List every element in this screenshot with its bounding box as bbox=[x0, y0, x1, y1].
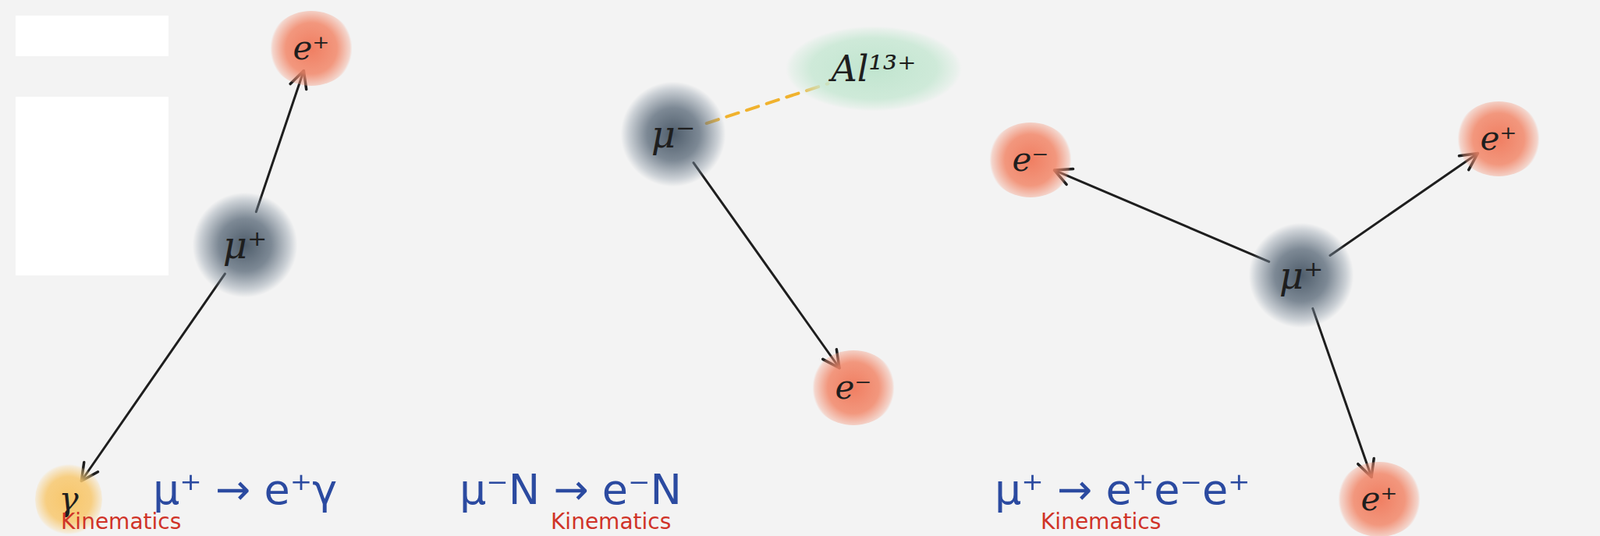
positron-blob: e⁺ bbox=[268, 10, 354, 86]
particle-symbol: Al¹³⁺ bbox=[830, 50, 916, 87]
decay-arrow bbox=[255, 70, 304, 213]
decay-arrow bbox=[693, 163, 840, 369]
reaction-formula: μ⁻N → e⁻N bbox=[459, 468, 682, 511]
section-heading: Kinematics bbox=[60, 510, 181, 533]
blank-panel bbox=[15, 15, 169, 57]
particle-symbol: e⁻ bbox=[1011, 143, 1049, 177]
particle-symbol: μ⁻ bbox=[651, 115, 696, 153]
particle-symbol: μ⁺ bbox=[223, 226, 268, 264]
particle-symbol: e⁺ bbox=[1479, 122, 1517, 156]
particle-symbol: e⁻ bbox=[834, 371, 872, 405]
decay-arrow bbox=[1053, 170, 1269, 262]
muon-blob: μ⁻ bbox=[620, 81, 727, 188]
decay-arrow bbox=[1312, 308, 1372, 477]
reaction-formula: μ⁺ → e⁺γ bbox=[152, 468, 338, 511]
muon-blob: μ⁺ bbox=[1248, 222, 1355, 329]
section-heading: Kinematics bbox=[1040, 510, 1161, 533]
positron-blob: e⁺ bbox=[1455, 101, 1541, 177]
electron-blob: e⁻ bbox=[810, 350, 896, 426]
reaction-formula: μ⁺ → e⁺e⁻e⁺ bbox=[994, 468, 1251, 511]
nucleus-blob: Al¹³⁺ bbox=[784, 25, 962, 112]
particle-symbol: e⁺ bbox=[292, 31, 330, 65]
electron-blob: e⁻ bbox=[987, 122, 1073, 198]
section-heading: Kinematics bbox=[550, 510, 671, 533]
decay-arrow bbox=[81, 273, 225, 482]
particle-symbol: μ⁺ bbox=[1279, 256, 1324, 295]
muon-blob: μ⁺ bbox=[191, 191, 299, 299]
positron-blob: e⁺ bbox=[1336, 461, 1422, 536]
blank-panel bbox=[15, 96, 169, 276]
particle-symbol: e⁺ bbox=[1360, 482, 1398, 516]
decay-arrow bbox=[1330, 152, 1478, 256]
